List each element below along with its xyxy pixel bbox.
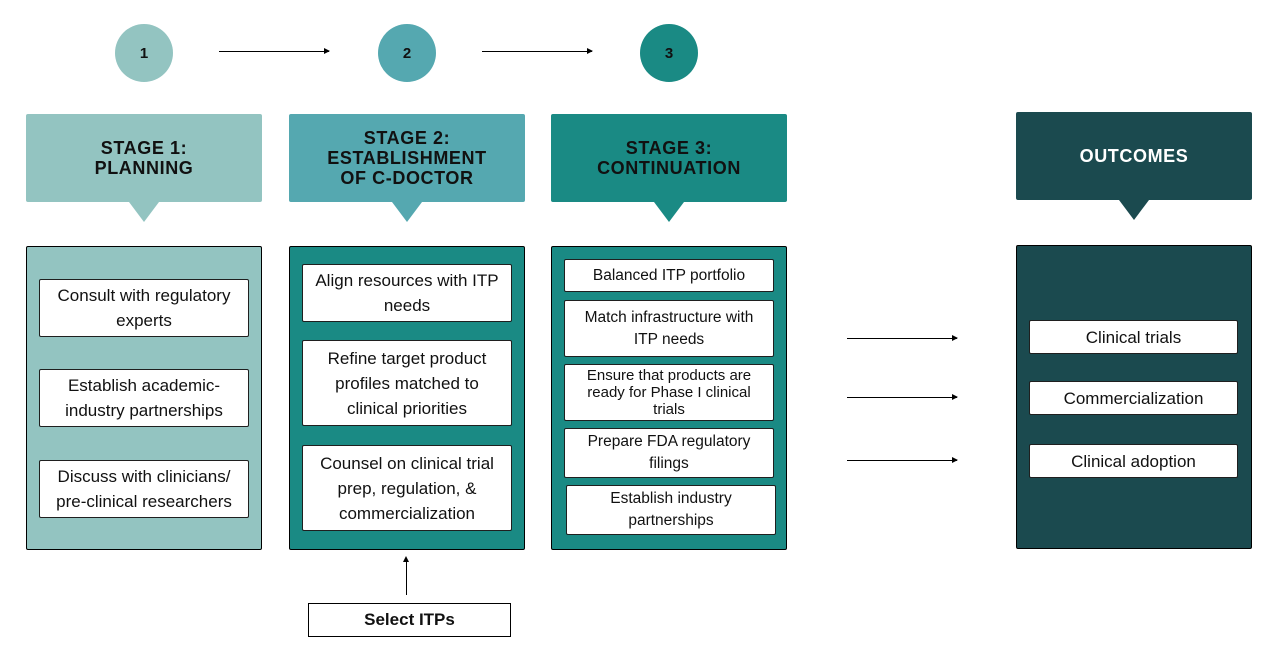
stage-2-item: Align resources with ITP needs: [302, 264, 512, 322]
stage-1-item: Establish academic-industry partnerships: [39, 369, 249, 427]
outcome-item: Commercialization: [1029, 381, 1238, 415]
stage-1-item: Discuss with clinicians/ pre-clinical re…: [39, 460, 249, 518]
select-itps-box: Select ITPs: [308, 603, 511, 637]
stage-2-title-line2: ESTABLISHMENT: [327, 148, 487, 168]
outcome-arrow: [847, 394, 958, 400]
stage-3-item: Establish industry partnerships: [566, 485, 776, 535]
outcome-item: Clinical adoption: [1029, 444, 1238, 478]
stage-3-item: Match infrastructure with ITP needs: [564, 300, 774, 357]
stage-3-item: Prepare FDA regulatory filings: [564, 428, 774, 478]
step-arrow-1-2: [219, 48, 330, 54]
stage-3-item: Ensure that products are ready for Phase…: [564, 364, 774, 421]
outcome-arrow: [847, 335, 958, 341]
outcome-item: Clinical trials: [1029, 320, 1238, 354]
step-arrow-2-3: [482, 48, 593, 54]
step-1-circle: 1: [115, 24, 173, 82]
stage-2-title-line1: STAGE 2:: [363, 128, 451, 148]
stage-1-header: STAGE 1:PLANNING: [26, 114, 262, 222]
stage-3-title-line2: CONTINUATION: [597, 158, 741, 178]
stage-1-title-line2: PLANNING: [94, 158, 194, 178]
stage-3-item: Balanced ITP portfolio: [564, 259, 774, 292]
outcomes-header: OUTCOMES: [1016, 112, 1252, 220]
stage-2-title-line3: OF C-DOCTOR: [340, 168, 474, 188]
stage-3-header: STAGE 3:CONTINUATION: [551, 114, 787, 222]
outcome-arrow: [847, 457, 958, 463]
stage-1-item: Consult with regulatory experts: [39, 279, 249, 337]
stage-2-item: Counsel on clinical trial prep, regulati…: [302, 445, 512, 531]
step-3-circle: 3: [640, 24, 698, 82]
select-itps-arrow: [403, 556, 409, 595]
step-2-circle: 2: [378, 24, 436, 82]
stage-3-title-line1: STAGE 3:: [625, 138, 713, 158]
stage-2-item: Refine target product profiles matched t…: [302, 340, 512, 426]
stage-1-title-line1: STAGE 1:: [100, 138, 188, 158]
